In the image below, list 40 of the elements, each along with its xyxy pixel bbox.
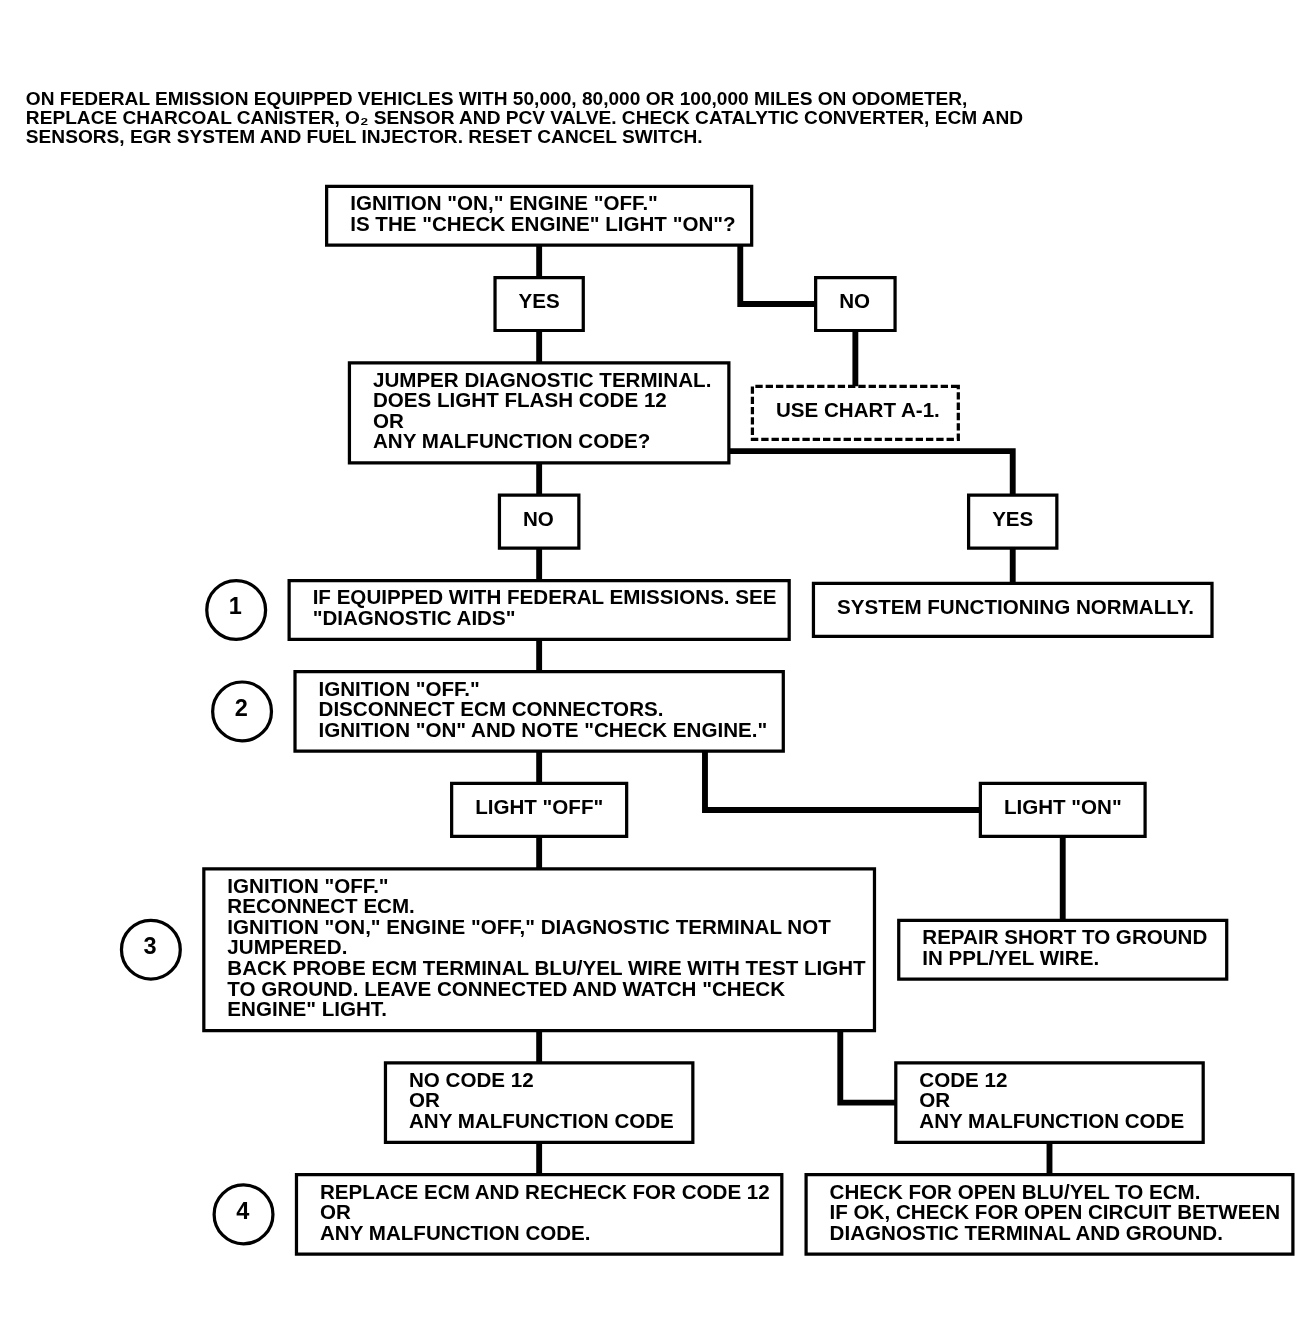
node-box: SYSTEM FUNCTIONING NORMALLY. (811, 581, 1214, 638)
node-box: IGNITION "OFF." DISCONNECT ECM CONNECTORS. IGNITION "ON" AND NOTE "CHECK ENGINE." (293, 669, 785, 753)
connector (729, 447, 1016, 495)
connector (1009, 547, 1016, 583)
node-box: CODE 12 OR ANY MALFUNCTION CODE (894, 1060, 1205, 1144)
node-box: YES (493, 275, 585, 332)
node-box: IF EQUIPPED WITH FEDERAL EMISSIONS. SEE "DIAGNOSTIC AIDS" (287, 578, 791, 641)
connector (536, 639, 543, 672)
node-box: REPLACE ECM AND RECHECK FOR CODE 12 OR ANY MALFUNCTION CODE. (294, 1172, 784, 1256)
connector (852, 330, 859, 386)
node-circle: 2 (211, 679, 274, 742)
connector (1046, 1141, 1053, 1174)
connector (737, 245, 816, 307)
connector (536, 1030, 543, 1063)
connector (536, 836, 543, 869)
node-circle: 3 (119, 918, 182, 981)
connector (536, 751, 543, 783)
connector (536, 547, 543, 580)
node-circle: 4 (212, 1182, 275, 1245)
connector (536, 330, 543, 362)
node-box: LIGHT "ON" (978, 781, 1147, 838)
node-box: CHECK FOR OPEN BLU/YEL TO ECM. IF OK, CHECK FOR OPEN CIRCUIT BETWEEN DIAGNOSTIC TERMINAL AND GROUND. (804, 1172, 1295, 1256)
node-box: IGNITION "OFF." RECONNECT ECM. IGNITION "ON," ENGINE "OFF," DIAGNOSTIC TERMINAL NOT JUMPERED. BACK PROBE ECM TERMINAL BLU/YEL WIRE WITH TEST LIGHT TO GROUND. LEAVE CONNECTED AND WATCH "CHECK ENGINE" LIGHT. (202, 866, 877, 1032)
node-box: USE CHART A-1. (750, 384, 960, 441)
node-box: LIGHT "OFF" (450, 781, 629, 838)
connector (702, 751, 981, 813)
node-box: JUMPER DIAGNOSTIC TERMINAL. DOES LIGHT FLASH CODE 12 OR ANY MALFUNCTION CODE? (347, 360, 731, 464)
connector (1059, 836, 1066, 920)
connector (536, 245, 543, 277)
connector (536, 1141, 543, 1174)
node-circle: 1 (205, 578, 268, 641)
connector (837, 1030, 896, 1106)
node-box: NO CODE 12 OR ANY MALFUNCTION CODE (383, 1060, 695, 1144)
label: ON FEDERAL EMISSION EQUIPPED VEHICLES WITH 50,000, 80,000 OR 100,000 MILES ON ODOMETER, REPLACE CHARCOAL CANISTER, O₂ SENSOR AND PCV VALVE. CHECK CATALYTIC CONVERTER, ECM AND SENSORS, EGR SYSTEM AND FUEL INJECTOR. RESET CANCEL SWITCH. (25, 87, 1024, 147)
node-box: IGNITION "ON," ENGINE "OFF." IS THE "CHECK ENGINE" LIGHT "ON"? (325, 184, 754, 247)
node-box: YES (967, 493, 1059, 550)
node-box: REPAIR SHORT TO GROUND IN PPL/YEL WIRE. (897, 918, 1229, 981)
connector (536, 462, 543, 495)
node-box: NO (497, 493, 581, 550)
node-box: NO (814, 275, 897, 332)
